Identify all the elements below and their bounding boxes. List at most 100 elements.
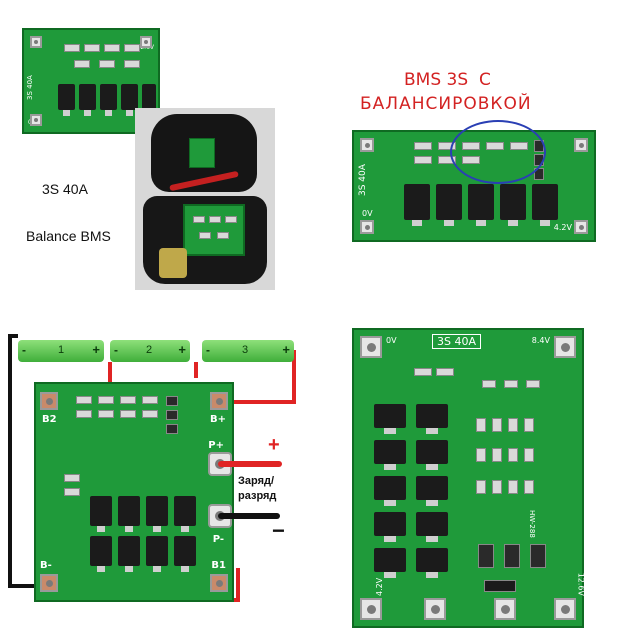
bms-board-top-view: 0V 3S 40A 8.4V HW-288 bbox=[352, 328, 585, 628]
smd-resistor bbox=[476, 418, 486, 432]
smd-resistor bbox=[524, 448, 534, 462]
red-wire bbox=[236, 568, 240, 602]
black-wire bbox=[8, 584, 48, 588]
mosfet-chip bbox=[416, 404, 448, 434]
battery-cell-1: - 1 + bbox=[18, 340, 104, 362]
smd-resistor bbox=[142, 410, 158, 418]
label-b1: B1 bbox=[211, 560, 226, 571]
cell-plus: + bbox=[282, 342, 290, 357]
pad-b-plus bbox=[210, 392, 228, 410]
smd-resistor bbox=[84, 44, 100, 52]
smd-resistor bbox=[414, 156, 432, 164]
smd-resistor bbox=[482, 380, 496, 388]
red-wire bbox=[220, 400, 296, 404]
mosfet-chip bbox=[404, 184, 430, 226]
board-silk-v-low: 0V bbox=[362, 209, 373, 218]
label-b2: B2 bbox=[42, 414, 57, 425]
red-output-wire bbox=[218, 461, 282, 467]
mosfet-chip bbox=[146, 536, 168, 572]
mosfet-chip bbox=[532, 184, 558, 226]
bms-board-in-base bbox=[183, 204, 245, 256]
silk-model-box: 3S 40A bbox=[432, 334, 481, 349]
charge-label-line2: разряд bbox=[238, 490, 277, 502]
smd-resistor bbox=[120, 410, 136, 418]
mosfet-chip bbox=[142, 84, 156, 116]
pad-b-minus bbox=[40, 574, 58, 592]
label-b-minus: B- bbox=[40, 560, 52, 571]
solder-pad bbox=[574, 220, 588, 234]
smd-resistor bbox=[142, 396, 158, 404]
smd-resistor bbox=[199, 232, 211, 239]
red-wire bbox=[194, 362, 198, 378]
smd-resistor bbox=[76, 396, 92, 404]
mosfet-chip bbox=[374, 404, 406, 434]
cell-label: 3 bbox=[242, 344, 249, 356]
solder-pad bbox=[574, 138, 588, 152]
small-board-in-housing bbox=[189, 138, 215, 168]
solder-pad bbox=[424, 598, 446, 620]
diode bbox=[484, 580, 516, 592]
mosfet-chip bbox=[90, 496, 112, 532]
smd-resistor bbox=[124, 44, 140, 52]
smd-resistor bbox=[508, 480, 518, 494]
minus-sign: − bbox=[272, 518, 285, 543]
balance-highlight-ellipse bbox=[450, 120, 546, 184]
bms-board-large: 3S 40A 4.2V 0V bbox=[352, 130, 596, 242]
mosfet-chip bbox=[118, 536, 140, 572]
silk-tl: 0V bbox=[386, 336, 397, 345]
bottom-right-panel: 0V 3S 40A 8.4V HW-288 bbox=[320, 320, 630, 630]
cell-plus: + bbox=[92, 342, 100, 357]
smd-resistor bbox=[99, 60, 115, 68]
label-b-plus: B+ bbox=[209, 414, 226, 425]
mosfet-chip bbox=[416, 440, 448, 470]
smd-resistor bbox=[120, 396, 136, 404]
smd-resistor bbox=[492, 418, 502, 432]
balance-resistor bbox=[478, 544, 494, 568]
black-wire bbox=[8, 334, 12, 588]
battery-cell-3: - 3 + bbox=[202, 340, 294, 362]
smd-resistor bbox=[193, 216, 205, 223]
smd-resistor bbox=[64, 44, 80, 52]
mosfet-chip bbox=[121, 84, 138, 116]
smd-resistor bbox=[98, 396, 114, 404]
solder-pad bbox=[360, 220, 374, 234]
cell-label: 1 bbox=[58, 344, 65, 356]
smd-resistor bbox=[508, 418, 518, 432]
pad-b2 bbox=[40, 392, 58, 410]
black-wire bbox=[8, 334, 18, 338]
red-wire bbox=[108, 362, 112, 392]
label-p-plus: P+ bbox=[208, 440, 224, 451]
smd-resistor bbox=[76, 410, 92, 418]
caption-model: 3S 40A bbox=[42, 181, 88, 197]
smd-resistor bbox=[414, 368, 432, 376]
smd-resistor bbox=[217, 232, 229, 239]
plus-sign: + bbox=[268, 434, 280, 456]
caption-type: Balance BMS bbox=[26, 228, 111, 244]
board-silk-model: 3S 40A bbox=[26, 75, 34, 100]
top-left-panel: 12.6V 3S 40A 0V 3S 40A B bbox=[0, 0, 300, 300]
solder-pad bbox=[140, 36, 152, 48]
black-output-wire bbox=[218, 513, 280, 519]
bms-board-photo-small: 12.6V 3S 40A 0V bbox=[22, 28, 160, 134]
smd-resistor bbox=[98, 410, 114, 418]
top-right-panel: BMS 3S C БАЛАНСИРОВКОЙ 3S 40A 4.2V 0V bbox=[320, 0, 630, 300]
title-line-1: BMS 3S C bbox=[404, 70, 491, 90]
mosfet-chip bbox=[100, 84, 117, 116]
smd-resistor bbox=[508, 448, 518, 462]
mosfet-chip bbox=[374, 512, 406, 542]
smd-resistor bbox=[524, 480, 534, 494]
smd-resistor bbox=[74, 60, 90, 68]
smd-resistor bbox=[225, 216, 237, 223]
smd-resistor bbox=[436, 368, 454, 376]
solder-pad bbox=[360, 138, 374, 152]
mosfet-chip bbox=[174, 496, 196, 532]
smd-resistor bbox=[64, 474, 80, 482]
smd-resistor bbox=[476, 480, 486, 494]
solder-pad bbox=[30, 36, 42, 48]
cell-minus: - bbox=[22, 343, 26, 357]
mosfet-chip bbox=[374, 476, 406, 506]
pad-b1 bbox=[210, 574, 228, 592]
smd-resistor bbox=[526, 380, 540, 388]
mosfet-chip bbox=[416, 548, 448, 578]
label-p-minus: P- bbox=[212, 534, 224, 545]
